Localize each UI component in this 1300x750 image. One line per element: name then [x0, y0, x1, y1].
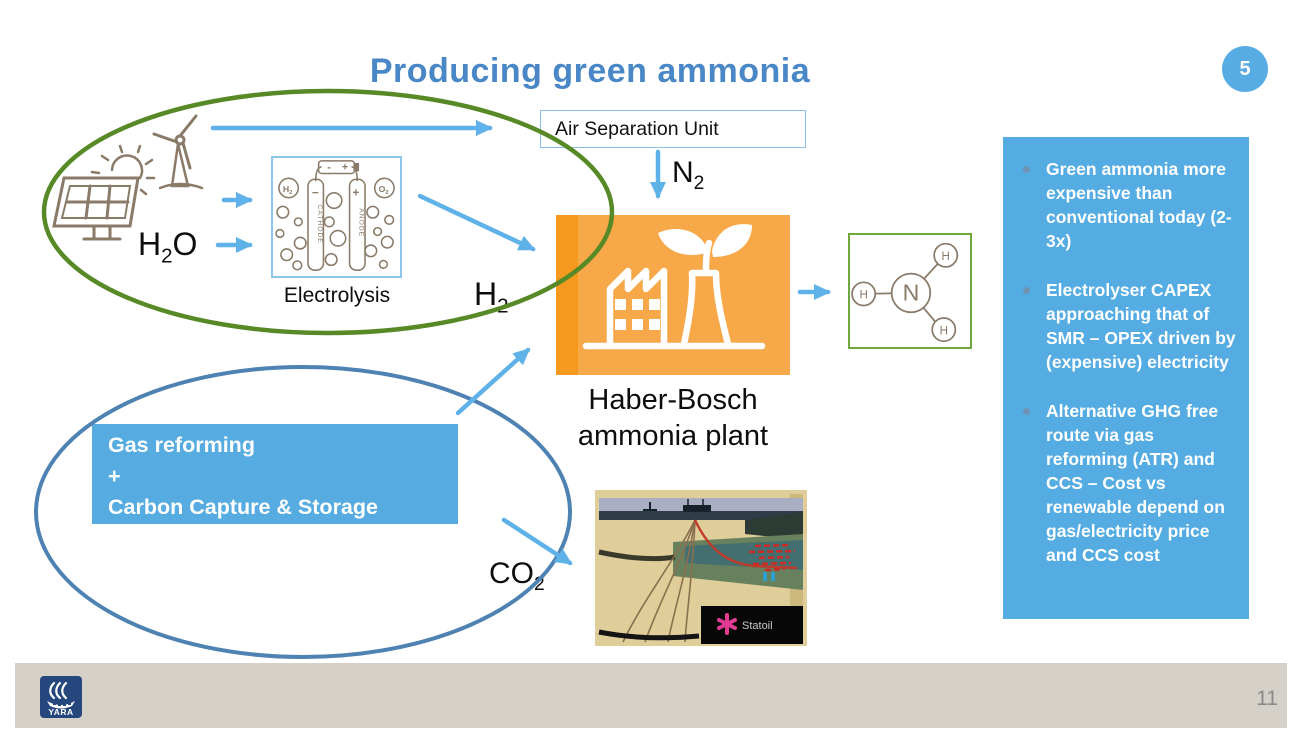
plant-label-line1: Haber-Bosch	[588, 384, 758, 416]
factory-plant-icon	[582, 224, 766, 350]
gas-box-line1: Gas reforming	[108, 433, 255, 457]
gas-box-line2: +	[108, 464, 121, 488]
gas-reforming-ccs-box: Gas reforming + Carbon Capture & Storage	[92, 424, 458, 524]
h2-gas-circle-label: H2	[283, 184, 293, 196]
statoil-logo: Statoil	[701, 606, 803, 644]
cathode-label: CATHODE	[316, 204, 323, 243]
electrolysis-icon: - + − + CATHODE ANODE H2 O2	[275, 160, 395, 271]
ccs-storage-illustration: Statoil	[595, 490, 807, 646]
anode-sign: +	[352, 187, 359, 200]
footer-bar	[15, 663, 1287, 728]
co2-pipeline	[693, 519, 798, 570]
plant-label-line2: ammonia plant	[577, 420, 769, 452]
co2-plume-marks	[748, 543, 796, 572]
viking-ship-icon: YARA	[47, 681, 75, 717]
cathode-sign: −	[312, 187, 319, 200]
molecule-h-label: H	[859, 290, 867, 302]
o2-gas-circle-label: O2	[379, 184, 389, 196]
arrow-gas-to-plant	[455, 347, 531, 416]
bullet-text: Electrolyser CAPEX approaching that of S…	[1046, 280, 1236, 372]
yara-logo: YARA	[40, 676, 82, 718]
asu-label: Air Separation Unit	[555, 117, 719, 140]
bullet-dot	[1023, 287, 1030, 294]
electrolysis-cell: - + − + CATHODE ANODE H2 O2	[271, 156, 402, 278]
list-item: Electrolyser CAPEX approaching that of S…	[1017, 278, 1237, 374]
gas-box-line3: Carbon Capture & Storage	[108, 495, 378, 519]
molecule-n-label: N	[903, 280, 920, 306]
h2o-label: H2O	[138, 226, 198, 268]
bullet-dot	[1023, 166, 1030, 173]
yara-wordmark: YARA	[48, 707, 73, 717]
co2-label: CO2	[489, 557, 545, 595]
statoil-wordmark: Statoil	[742, 620, 773, 632]
slide-number-badge: 5	[1222, 46, 1268, 92]
air-separation-unit-box: Air Separation Unit	[540, 110, 806, 148]
key-points-panel: Green ammonia more expensive than conven…	[1003, 137, 1249, 619]
statoil-star-icon	[717, 613, 737, 635]
electrolysis-label: Electrolysis	[283, 284, 391, 307]
well-lines	[622, 519, 696, 643]
anode-label: ANODE	[358, 208, 365, 237]
battery-minus: -	[327, 162, 331, 174]
page-number: 11	[1256, 687, 1278, 710]
ammonia-molecule-box: N H H H	[848, 233, 972, 349]
list-item: Alternative GHG free route via gas refor…	[1017, 399, 1237, 567]
list-item: Green ammonia more expensive than conven…	[1017, 157, 1237, 253]
renewables-icon	[52, 114, 204, 241]
molecule-h-label: H	[942, 251, 950, 263]
n2-label: N2	[672, 156, 705, 194]
bullet-text: Alternative GHG free route via gas refor…	[1046, 401, 1225, 565]
page-title: Producing green ammonia	[369, 52, 811, 90]
ammonia-molecule-icon: N H H H	[851, 242, 959, 343]
haber-bosch-plant-box	[556, 215, 790, 375]
wind-turbine-icon	[152, 114, 204, 190]
key-points-list: Green ammonia more expensive than conven…	[1017, 157, 1237, 567]
bullet-dot	[1023, 408, 1030, 415]
solar-panel-icon	[52, 176, 140, 241]
bullet-text: Green ammonia more expensive than conven…	[1046, 159, 1232, 251]
ship-icon	[643, 499, 711, 512]
plant-label: Haber-Bosch ammonia plant	[540, 382, 806, 454]
battery-plus: +	[342, 162, 348, 174]
h2-label: H2	[474, 276, 509, 318]
sea-band	[599, 511, 803, 520]
arrow-h2-to-plant	[417, 193, 536, 252]
molecule-h-label: H	[940, 325, 948, 337]
